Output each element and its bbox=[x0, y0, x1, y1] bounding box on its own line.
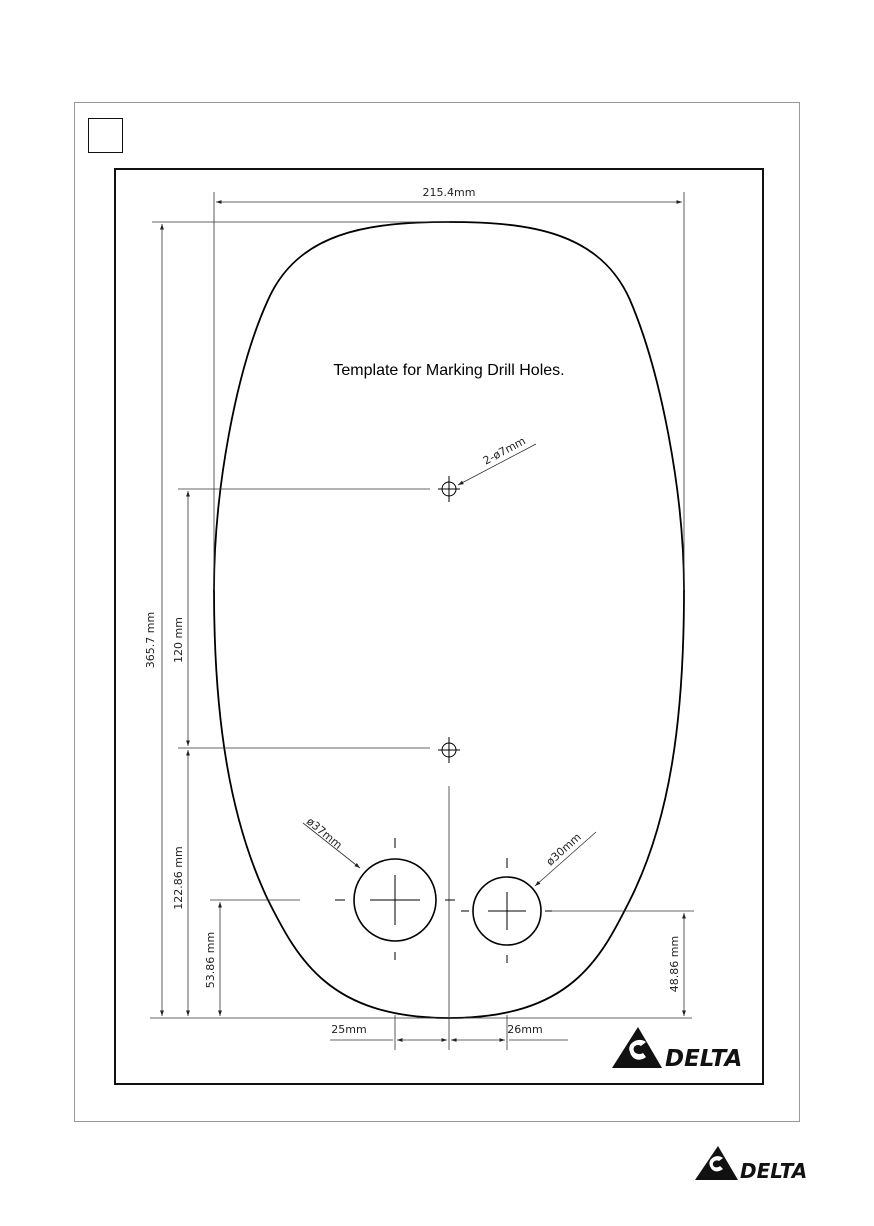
mount-hole-label: 2-ø7mm bbox=[481, 434, 528, 467]
brand-name: DELTA bbox=[665, 1046, 742, 1072]
right-port-label: ø30mm bbox=[544, 830, 584, 868]
left-port-hole bbox=[335, 838, 455, 960]
right-offset-label: 26mm bbox=[507, 1023, 542, 1036]
delta-footer-logo-icon bbox=[695, 1146, 738, 1180]
height-dimension bbox=[150, 222, 692, 1018]
left-port-height-label: 53.86 mm bbox=[204, 932, 217, 988]
delta-logo-icon bbox=[612, 1027, 662, 1068]
upper-mount-hole bbox=[438, 476, 460, 502]
left-offset-label: 25mm bbox=[331, 1023, 366, 1036]
left-port-label: ø37mm bbox=[304, 815, 345, 852]
lower-hole-height-label: 122.86 mm bbox=[172, 846, 185, 909]
left-port-height-dimension bbox=[210, 900, 300, 1016]
height-label: 365.7 mm bbox=[144, 612, 157, 668]
right-port-hole bbox=[461, 858, 552, 963]
template-title: Template for Marking Drill Holes. bbox=[333, 362, 564, 379]
width-label: 215.4mm bbox=[423, 186, 476, 199]
mount-spacing-label: 120 mm bbox=[172, 617, 185, 663]
footer-brand-name: DELTA bbox=[740, 1159, 807, 1183]
width-dimension bbox=[214, 192, 684, 590]
bottom-offset-dimensions bbox=[330, 786, 568, 1050]
lower-mount-hole bbox=[438, 737, 460, 763]
right-port-height-label: 48.86 mm bbox=[668, 936, 681, 992]
